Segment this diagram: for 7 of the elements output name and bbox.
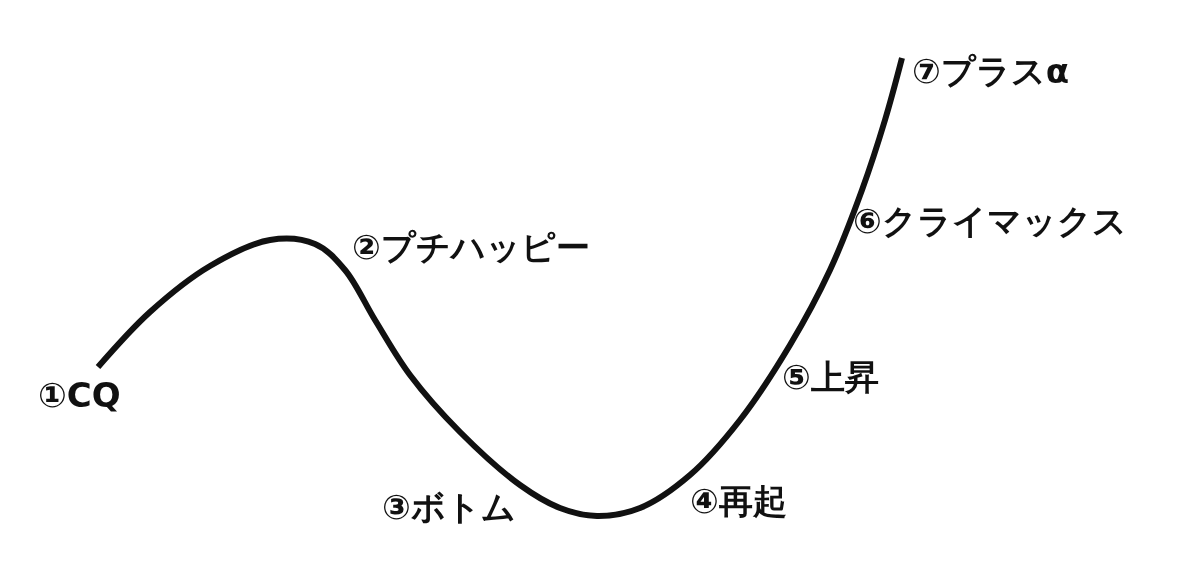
stage-label: ②プチハッピー (352, 228, 590, 268)
stage-label: ⑤上昇 (782, 358, 879, 398)
stage-label: ①CQ (38, 376, 121, 416)
stage-label: ⑥クライマックス (853, 202, 1127, 242)
stage-label: ③ボトム (382, 488, 516, 528)
stage-label: ④再起 (690, 482, 787, 522)
stage-label: ⑦プラスα (912, 52, 1070, 92)
